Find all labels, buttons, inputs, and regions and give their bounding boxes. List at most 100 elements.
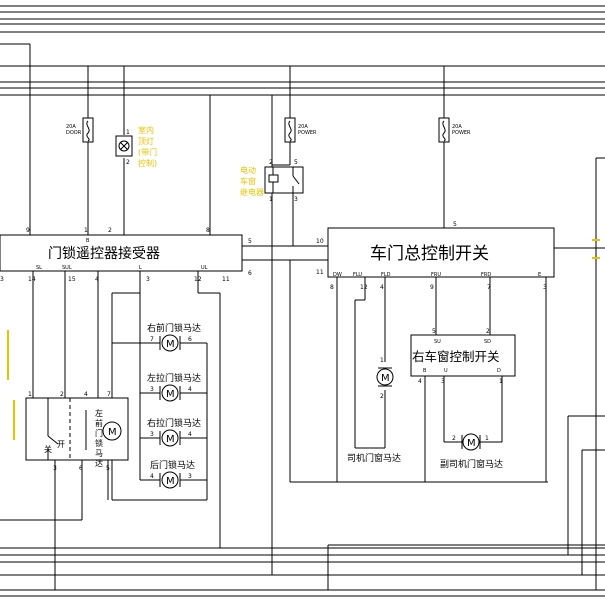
svg-text:SU: SU xyxy=(434,339,441,345)
svg-text:M: M xyxy=(166,434,175,445)
svg-text:B: B xyxy=(423,368,427,374)
svg-text:2: 2 xyxy=(108,227,112,234)
svg-text:1: 1 xyxy=(84,227,88,234)
svg-text:1: 1 xyxy=(269,196,273,203)
svg-text:M: M xyxy=(467,438,476,449)
lamp-label-3: (带门 xyxy=(138,147,157,157)
fuse-door-name: DOOR xyxy=(66,130,82,136)
svg-text:4: 4 xyxy=(188,431,192,438)
svg-text:14: 14 xyxy=(28,276,36,283)
svg-text:FRD: FRD xyxy=(481,272,491,278)
svg-text:7: 7 xyxy=(107,391,111,398)
svg-text:4: 4 xyxy=(380,284,384,291)
svg-text:2: 2 xyxy=(60,391,64,398)
svg-text:4: 4 xyxy=(84,391,88,398)
svg-text:2: 2 xyxy=(452,435,456,442)
svg-text:6: 6 xyxy=(79,465,83,472)
passenger-window-label: 副司机门窗马达 xyxy=(440,458,503,470)
svg-text:M: M xyxy=(166,339,175,350)
svg-text:15: 15 xyxy=(68,276,76,283)
fuse-power-2: 20A POWER xyxy=(438,117,471,143)
relay-label-2: 车窗 xyxy=(240,176,256,186)
fuse-power2-rating: 20A xyxy=(452,124,462,130)
svg-text:DW: DW xyxy=(333,272,342,278)
fuse-door-rating: 20A xyxy=(66,124,76,130)
master-switch-title: 车门总控制开关 xyxy=(370,244,489,264)
svg-text:FRU: FRU xyxy=(431,272,441,278)
svg-text:D: D xyxy=(497,368,501,374)
lamp-label-2: 顶灯 xyxy=(138,136,154,146)
master-door-switch: 车门总控制开关 10 11 5 DW FLU FLD FRU FRD E 8 1… xyxy=(316,221,555,291)
svg-text:12: 12 xyxy=(360,284,368,291)
svg-text:9: 9 xyxy=(430,284,434,291)
fuse-power1-name: POWER xyxy=(298,130,317,136)
svg-text:马: 马 xyxy=(95,449,103,458)
lock-switch-assembly: 1 2 4 7 关 开 M 左 前 门 锁 马 达 3 6 5 xyxy=(0,390,129,590)
svg-text:2: 2 xyxy=(126,159,130,166)
right-slide-lock-label: 右拉门锁马达 xyxy=(147,417,201,429)
svg-text:M: M xyxy=(166,389,175,400)
svg-text:B: B xyxy=(86,238,90,244)
svg-text:3: 3 xyxy=(150,431,154,438)
svg-text:5: 5 xyxy=(294,159,298,166)
svg-text:SL: SL xyxy=(36,265,42,271)
svg-text:FLU: FLU xyxy=(353,272,362,278)
svg-text:SUL: SUL xyxy=(62,265,72,271)
svg-text:11: 11 xyxy=(316,269,324,276)
svg-text:门: 门 xyxy=(95,428,103,438)
relay-label-1: 电动 xyxy=(240,165,256,175)
svg-text:前: 前 xyxy=(95,418,103,428)
svg-text:5: 5 xyxy=(248,238,252,245)
svg-text:1: 1 xyxy=(499,378,503,385)
svg-text:M: M xyxy=(108,427,117,438)
svg-text:9: 9 xyxy=(26,227,30,234)
passenger-window-motor: M 2 1 副司机门窗马达 xyxy=(424,376,503,482)
svg-text:M: M xyxy=(166,476,175,487)
window-relay: 2 5 1 3 电动 车窗 继电器 xyxy=(240,159,304,205)
receiver-title: 门锁遥控器接受器 xyxy=(48,245,160,262)
svg-text:3: 3 xyxy=(294,196,298,203)
svg-text:FLD: FLD xyxy=(381,272,391,278)
svg-text:3: 3 xyxy=(543,284,547,291)
svg-text:1: 1 xyxy=(380,357,384,364)
svg-text:4: 4 xyxy=(150,473,154,480)
svg-text:10: 10 xyxy=(316,238,324,245)
svg-text:1: 1 xyxy=(485,435,489,442)
svg-text:U: U xyxy=(444,368,448,374)
fuse-power-1: 20A POWER xyxy=(284,117,317,143)
receiver-master-links xyxy=(242,205,328,261)
master-switch-wiring xyxy=(289,260,548,483)
right-front-lock-label: 右前门锁马达 xyxy=(147,322,201,334)
svg-text:6: 6 xyxy=(188,336,192,343)
lamp-label-4: 控制) xyxy=(138,158,157,168)
switch-close-label: 关 xyxy=(44,444,52,454)
svg-text:3: 3 xyxy=(441,378,445,385)
svg-text:E: E xyxy=(538,272,541,278)
svg-text:4: 4 xyxy=(418,378,422,385)
svg-text:达: 达 xyxy=(95,458,103,468)
svg-text:锁: 锁 xyxy=(95,438,103,448)
driver-window-motor: M 1 2 司机门窗马达 xyxy=(347,357,401,464)
relay-label-3: 继电器 xyxy=(240,187,264,197)
right-side-wires xyxy=(327,157,605,590)
right-window-switch-title: 右车窗控制开关 xyxy=(412,349,500,364)
edge-markers xyxy=(7,239,600,440)
svg-text:UL: UL xyxy=(201,265,208,271)
svg-text:8: 8 xyxy=(330,284,334,291)
svg-text:5: 5 xyxy=(453,221,457,228)
lock-motors: 右前门锁马达 M 7 6 左拉门锁马达 M 3 4 右拉门锁马达 M 3 4 后… xyxy=(112,293,208,500)
top-bus-lines xyxy=(0,5,605,96)
fuse-power1-rating: 20A xyxy=(298,124,308,130)
svg-text:1: 1 xyxy=(126,129,130,136)
svg-text:11: 11 xyxy=(222,276,230,283)
svg-text:2: 2 xyxy=(486,328,490,335)
rear-lock-label: 后门锁马达 xyxy=(150,459,195,471)
svg-text:L: L xyxy=(139,265,142,271)
svg-text:1: 1 xyxy=(28,391,32,398)
svg-text:8: 8 xyxy=(206,227,210,234)
remote-receiver: 门锁遥控器接受器 9 1 2 8 B 5 6 SL SUL L UL 3 14 … xyxy=(0,227,252,283)
svg-text:左: 左 xyxy=(95,408,103,418)
svg-text:2: 2 xyxy=(269,159,273,166)
svg-text:SD: SD xyxy=(484,339,491,345)
